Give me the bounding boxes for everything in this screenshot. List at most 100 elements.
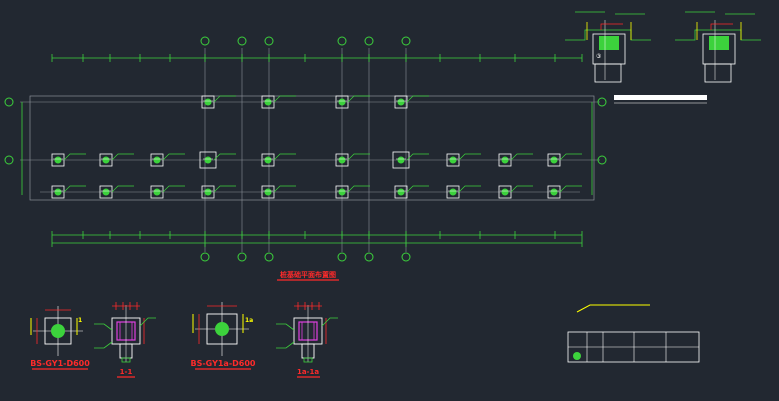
section-leader	[276, 341, 295, 349]
table-symbol	[573, 352, 581, 360]
pile-leader-line	[63, 185, 86, 193]
axis-bubble	[264, 36, 274, 46]
pile-leader-line	[559, 153, 582, 161]
section-fill	[599, 36, 619, 50]
foundation-plan-dimensions	[21, 54, 593, 247]
pile-leader-line	[111, 153, 134, 161]
pile-marker	[397, 98, 405, 106]
pile-marker	[338, 188, 346, 196]
pile-leader-line	[213, 185, 236, 193]
pile-leader-line	[406, 95, 429, 103]
top-detail-2	[675, 11, 761, 83]
pile-cap	[201, 185, 236, 199]
pile-cap	[150, 185, 185, 199]
pile-cap	[201, 95, 236, 109]
pile-leader-line	[213, 95, 236, 103]
cap-pile	[51, 324, 65, 338]
pile-cap	[498, 185, 533, 199]
pile-marker	[264, 98, 272, 106]
pile-cap	[446, 153, 481, 167]
section-1-title: 1-1	[120, 368, 133, 376]
pile-marker	[54, 156, 62, 164]
pile-cap	[446, 185, 481, 199]
plan-title: 桩基础平面布置图	[280, 270, 336, 279]
pile-marker	[153, 188, 161, 196]
section-dimension	[710, 23, 733, 30]
pile-marker	[153, 156, 161, 164]
detail-1-title: BS-GY1-D600	[30, 359, 90, 368]
axis-bubble	[364, 252, 374, 262]
axis-bubble	[237, 252, 247, 262]
section-leader	[94, 323, 113, 331]
pile-cap-outline	[392, 151, 410, 169]
pile-cap	[335, 185, 370, 199]
pile-marker	[501, 156, 509, 164]
pile-cap	[199, 151, 236, 169]
pile-schedule-table	[567, 331, 700, 363]
pile-marker	[397, 188, 405, 196]
pile-marker	[204, 98, 212, 106]
detail-1-tag: 1	[78, 317, 82, 324]
top-detail-tag: ③	[596, 53, 601, 60]
pile-leader-line	[63, 153, 86, 161]
pile-marker	[204, 188, 212, 196]
axis-bubble	[264, 252, 274, 262]
pile-leader-line	[510, 185, 533, 193]
detail-2-tag: 1a	[245, 317, 253, 324]
pile-cap	[99, 153, 134, 167]
cap-plan-gy1a	[192, 302, 249, 356]
pile-marker	[550, 188, 558, 196]
axis-bubble	[200, 36, 210, 46]
pile-marker	[338, 98, 346, 106]
pile-cap	[335, 95, 370, 109]
pile-cap	[394, 95, 429, 109]
pile-cap	[261, 185, 296, 199]
axis-bubble	[4, 97, 14, 107]
pile-leader-line	[406, 153, 429, 161]
pile-cap	[547, 153, 582, 167]
pile-cap	[392, 151, 429, 169]
axis-bubble	[337, 36, 347, 46]
pile-cap-outline	[199, 151, 217, 169]
axis-bubble	[597, 97, 607, 107]
axis-bubble	[364, 36, 374, 46]
grid-axis-bubbles	[4, 36, 607, 262]
pile-leader-line	[213, 153, 236, 161]
pile-cap	[51, 153, 86, 167]
section-outline	[565, 29, 651, 41]
pile-marker	[264, 188, 272, 196]
section-outline	[675, 29, 761, 41]
pile-marker	[397, 156, 405, 164]
section-fill	[709, 36, 729, 50]
pile-cap	[150, 153, 185, 167]
table-leader	[576, 304, 650, 313]
pile-marker	[550, 156, 558, 164]
pile-marker	[102, 156, 110, 164]
pile-cap-outline	[51, 153, 65, 167]
pile-leader-line	[111, 185, 134, 193]
section-dimension	[600, 23, 623, 30]
pile-cap	[99, 185, 134, 199]
pile-leader-line	[162, 153, 185, 161]
pile-leader-line	[347, 185, 370, 193]
pile-cap-outline	[51, 185, 65, 199]
detail-drawings	[30, 11, 761, 363]
axis-bubble	[337, 252, 347, 262]
pile-leader-line	[273, 185, 296, 193]
pile-marker	[449, 156, 457, 164]
pile-leader-line	[559, 185, 582, 193]
pile-leader-line	[347, 95, 370, 103]
scale-bar	[614, 95, 707, 100]
pile-leader-line	[273, 153, 296, 161]
detail-2-title: BS-GY1a-D600	[191, 359, 256, 368]
axis-bubble	[597, 155, 607, 165]
cap-pile	[215, 322, 229, 336]
pile-leader-line	[406, 185, 429, 193]
axis-bubble	[200, 252, 210, 262]
section-2-title: 1a-1a	[297, 368, 319, 376]
pile-caps	[51, 95, 582, 199]
section-leader	[276, 323, 295, 331]
top-detail-1	[565, 11, 651, 83]
